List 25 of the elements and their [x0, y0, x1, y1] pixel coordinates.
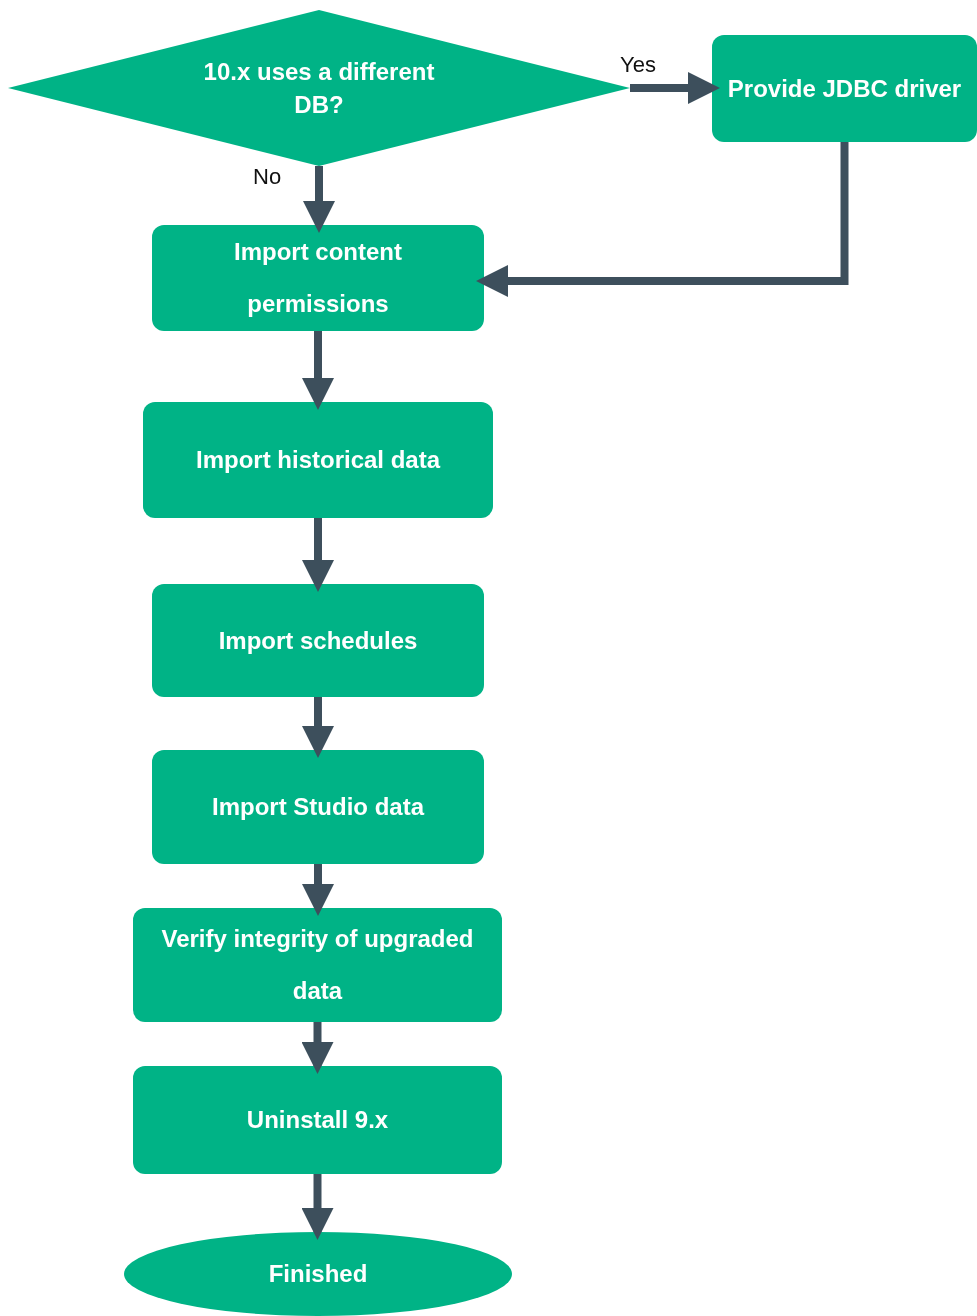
process-box — [152, 750, 484, 864]
process-box — [152, 584, 484, 697]
arrow — [301, 1174, 334, 1240]
arrow — [302, 331, 334, 410]
arrow — [630, 72, 720, 104]
node-text: Uninstall 9.x — [246, 1105, 389, 1135]
node-text: Provide JDBC driver — [727, 73, 962, 104]
arrow — [302, 864, 334, 916]
process-box — [152, 225, 484, 331]
arrow — [302, 518, 334, 592]
node-text: Import Studio data — [212, 792, 424, 822]
process-box — [712, 35, 977, 142]
node-text: Verify integrity of upgraded data — [160, 924, 475, 1006]
node-text: 10.x uses a different DB? — [202, 57, 436, 120]
node-text: Import content permissions — [233, 237, 403, 319]
process-box — [143, 402, 493, 518]
node-text: Finished — [268, 1259, 368, 1289]
process-box — [133, 1066, 502, 1174]
node-text: Import schedules — [218, 625, 418, 656]
arrow — [303, 166, 335, 233]
arrow — [301, 1022, 334, 1074]
arrow — [302, 697, 334, 758]
process-box — [133, 908, 502, 1022]
arrow — [476, 142, 849, 297]
node-text: Import historical data — [195, 445, 440, 475]
